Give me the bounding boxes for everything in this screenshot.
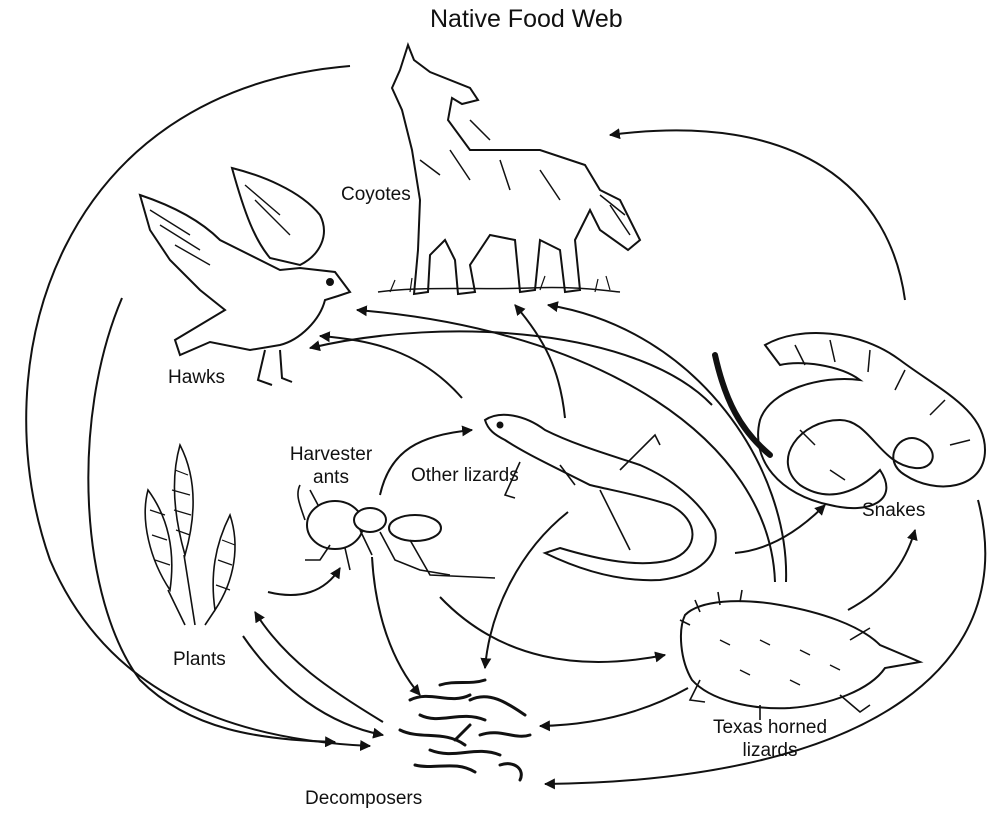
label-snakes: Snakes xyxy=(862,500,925,523)
label-hawks: Hawks xyxy=(168,367,225,390)
texas-horned-lizard-illustration xyxy=(680,590,920,720)
arrow-hawks-to-decomposers xyxy=(88,298,335,742)
arrow-otherlizards-to-coyotes xyxy=(515,305,565,418)
arrow-ants-to-decomposers xyxy=(372,557,420,695)
label-harvester-ants-line2: ants xyxy=(276,467,386,490)
harvester-ant-illustration xyxy=(298,485,495,578)
arrow-texas-to-decomposers xyxy=(540,688,688,726)
arrow-texas-to-coyotes xyxy=(548,305,786,582)
label-harvester-ants-line1: Harvester xyxy=(276,444,386,467)
label-coyotes: Coyotes xyxy=(341,184,411,207)
coyote-illustration xyxy=(378,45,640,294)
diagram-title: Native Food Web xyxy=(430,4,623,34)
arrow-ants-to-texas xyxy=(440,597,665,662)
arrow-plants-to-ants xyxy=(268,568,340,595)
label-texas-horned-line2: lizards xyxy=(700,740,840,763)
plants-illustration xyxy=(145,445,235,625)
label-decomposers: Decomposers xyxy=(305,788,422,811)
arrow-otherlizards-to-hawks xyxy=(320,336,462,398)
snake-illustration xyxy=(715,333,985,508)
label-texas-horned-lizards: Texas horned lizards xyxy=(700,717,840,763)
arrow-otherlizards-to-snakes xyxy=(735,505,825,553)
arrow-plants-to-decomposers xyxy=(243,636,383,735)
other-lizard-illustration xyxy=(485,415,716,580)
arrow-texas-to-snakes xyxy=(848,530,915,610)
arrow-otherlizards-to-decomposers xyxy=(485,512,568,668)
arrow-snakes-to-coyotes xyxy=(610,130,905,300)
hawk-illustration xyxy=(140,168,350,385)
label-plants: Plants xyxy=(173,649,226,672)
arrow-coyotes-to-decomposers xyxy=(26,66,370,746)
label-other-lizards: Other lizards xyxy=(411,465,519,488)
label-texas-horned-line1: Texas horned xyxy=(700,717,840,740)
arrow-decomposers-to-plants xyxy=(255,612,383,722)
label-harvester-ants: Harvester ants xyxy=(276,444,386,490)
